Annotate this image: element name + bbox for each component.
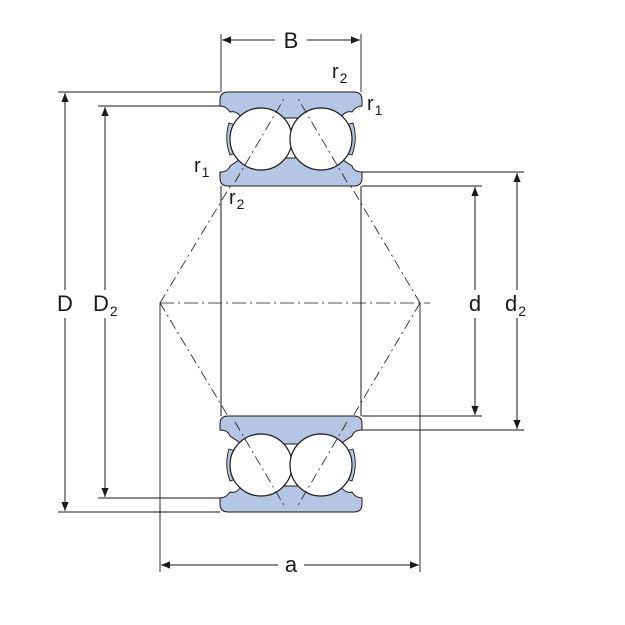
label-D2: D2 [93, 291, 118, 319]
inner-ring-bottom [219, 415, 363, 445]
extension-lines [58, 34, 524, 572]
ball-left-top [229, 107, 293, 171]
outer-ring-top [219, 91, 363, 119]
label-r1-left: r1 [194, 155, 210, 180]
label-r2-left: r2 [229, 187, 245, 212]
label-d: d [469, 291, 481, 316]
label-D: D [57, 291, 73, 316]
bearing-bottom-section [219, 415, 363, 513]
label-r2-top-right: r2 [332, 61, 348, 86]
dimension-lines [61, 36, 521, 569]
bearing-top-section [219, 91, 363, 187]
label-B: B [284, 28, 299, 53]
label-r1-top-right: r1 [367, 93, 383, 118]
ball-left-bottom [229, 433, 293, 497]
label-a: a [285, 552, 298, 577]
ball-right-bottom [289, 433, 353, 497]
outer-ring-bottom [219, 485, 363, 513]
label-d2: d2 [505, 291, 526, 319]
ball-right-top [289, 107, 353, 171]
